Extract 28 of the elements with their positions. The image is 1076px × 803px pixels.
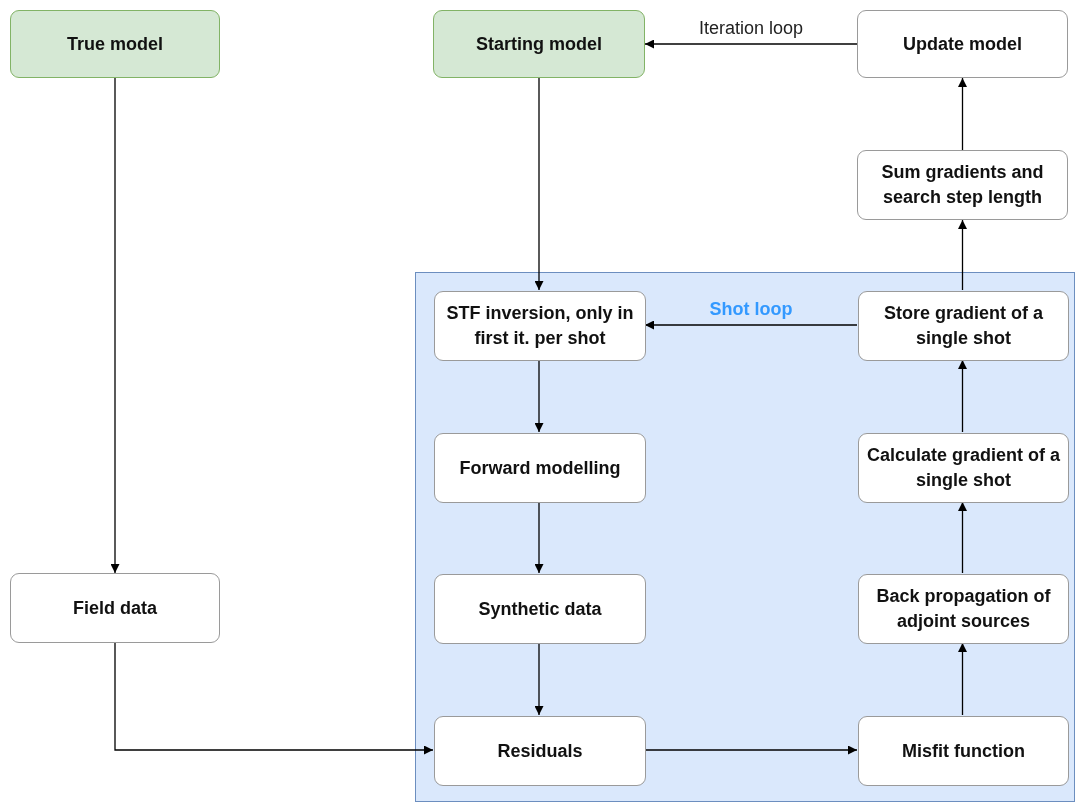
arrow	[534, 77, 544, 291]
arrow	[114, 642, 434, 755]
process-box: STF inversion, only in first it. per shot	[434, 291, 646, 361]
process-box: Update model	[857, 10, 1068, 78]
process-box: Field data	[10, 573, 220, 643]
process-box: Calculate gradient of a single shot	[858, 433, 1069, 503]
arrow	[534, 359, 544, 433]
process-box: Store gradient of a single shot	[858, 291, 1069, 361]
process-box: Back propagation of adjoint sources	[858, 574, 1069, 644]
arrow	[644, 320, 858, 330]
process-box: Forward modelling	[434, 433, 646, 503]
arrow	[110, 77, 120, 574]
arrow	[534, 501, 544, 574]
arrow	[958, 77, 967, 151]
arrow	[958, 359, 967, 433]
process-box: Sum gradients and search step length	[857, 150, 1068, 220]
process-box: True model	[10, 10, 220, 78]
process-box: Starting model	[433, 10, 645, 78]
process-box: Residuals	[434, 716, 646, 786]
loop-panel	[415, 272, 1075, 802]
arrow	[958, 219, 967, 291]
arrow	[644, 745, 858, 755]
arrow	[958, 642, 967, 716]
arrow	[534, 642, 544, 716]
process-box: Synthetic data	[434, 574, 646, 644]
process-box: Misfit function	[858, 716, 1069, 786]
arrow	[644, 39, 858, 49]
arrow	[958, 501, 967, 574]
